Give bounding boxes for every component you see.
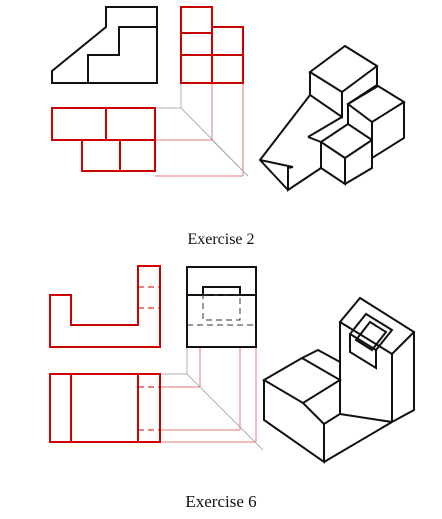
exercise-6-figure <box>49 265 416 464</box>
exercise-2-side-view <box>180 6 244 84</box>
exercise-2-top-view <box>51 107 156 172</box>
exercise-6-top-view <box>49 373 161 443</box>
exercise-2-caption: Exercise 2 <box>187 231 255 248</box>
exercise-2-isometric-view <box>258 44 406 192</box>
exercise-2-projection-lines <box>155 83 249 177</box>
exercise-6-side-view <box>186 266 257 348</box>
exercise-6-caption: Exercise 6 <box>185 492 257 511</box>
exercise-6-projection-lines <box>160 347 264 451</box>
exercise-2-front-view <box>51 6 158 84</box>
exercise-6-front-view <box>49 265 161 348</box>
exercise-2-figure <box>51 6 406 192</box>
exercise-6-isometric-view <box>262 296 416 464</box>
